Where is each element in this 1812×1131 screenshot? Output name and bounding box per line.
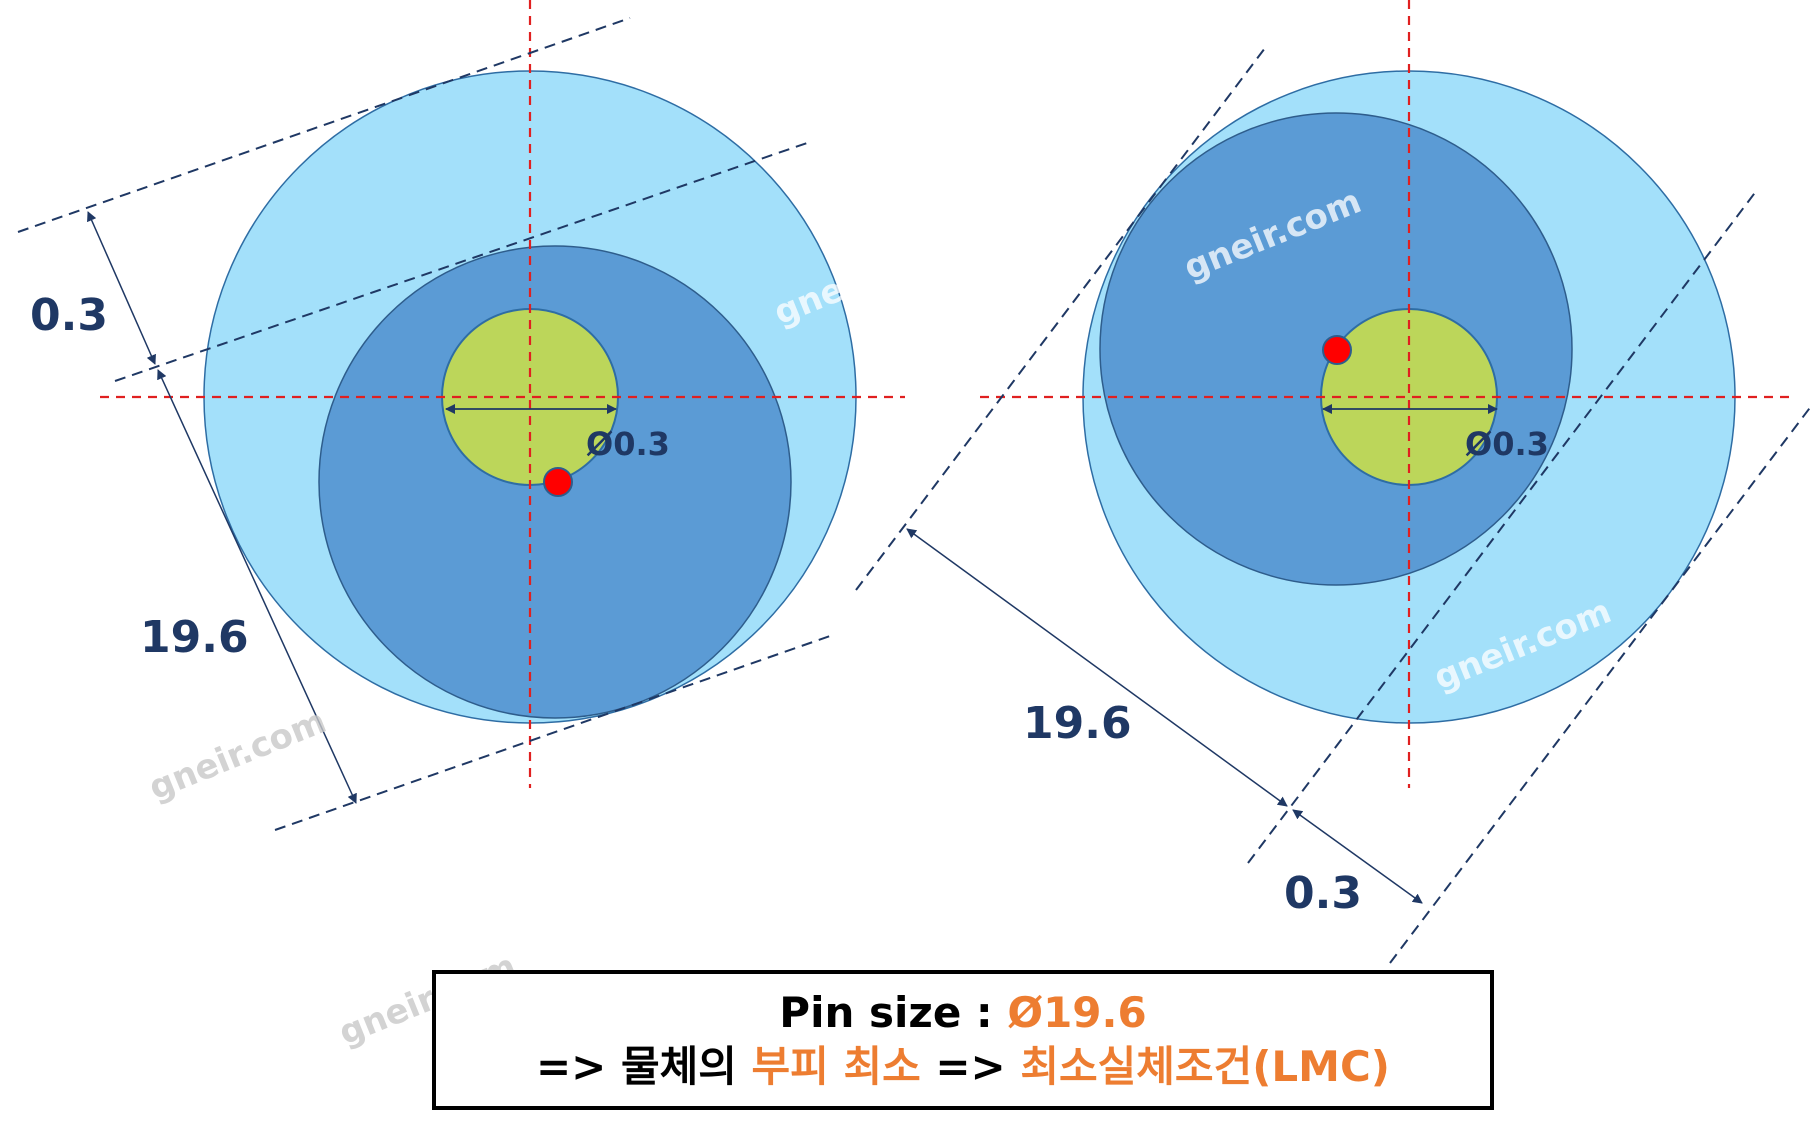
watermark: gneir.com <box>143 701 331 808</box>
right-tangent-line-mid <box>1247 189 1758 864</box>
left-red-point <box>543 467 573 497</box>
caption-highlight: 최소실체조건(LMC) <box>1020 1042 1390 1091</box>
caption-text: => <box>920 1042 1021 1091</box>
right-diameter-label: Ø0.3 <box>1465 425 1549 463</box>
caption-line-2: => 물체의 부피 최소 => 최소실체조건(LMC) <box>536 1040 1390 1094</box>
left-tangent-line-top <box>17 17 631 233</box>
left-dim-small-label: 0.3 <box>30 290 108 341</box>
left-diameter-label: Ø0.3 <box>586 425 670 463</box>
caption-pin-size-label: Pin size : <box>779 988 1008 1037</box>
right-dim-small-label: 0.3 <box>1284 868 1362 919</box>
caption-highlight: 부피 최소 <box>751 1042 921 1091</box>
left-dim-arrow-small <box>87 211 156 365</box>
right-red-point <box>1322 335 1352 365</box>
left-dim-arrow-large <box>157 369 357 804</box>
left-tangent-line-bottom <box>274 635 831 831</box>
caption-line-1: Pin size : Ø19.6 <box>779 986 1146 1040</box>
caption-pin-size-value: Ø19.6 <box>1007 988 1147 1037</box>
right-dim-large-label: 19.6 <box>1023 698 1132 749</box>
right-dim-arrow-small <box>1292 809 1423 904</box>
right-dim-arrow-large <box>906 528 1288 807</box>
caption-box: Pin size : Ø19.6 => 물체의 부피 최소 => 최소실체조건(… <box>432 970 1494 1110</box>
right-tangent-line-left <box>855 47 1266 591</box>
left-figure: 0.3 19.6 Ø0.3 <box>17 0 905 831</box>
right-figure: 19.6 0.3 Ø0.3 <box>855 0 1812 964</box>
right-tangent-line-right <box>1389 404 1812 964</box>
caption-text: => 물체의 <box>535 1042 752 1091</box>
left-dim-large-label: 19.6 <box>140 612 249 663</box>
left-tangent-line-mid <box>114 141 811 382</box>
